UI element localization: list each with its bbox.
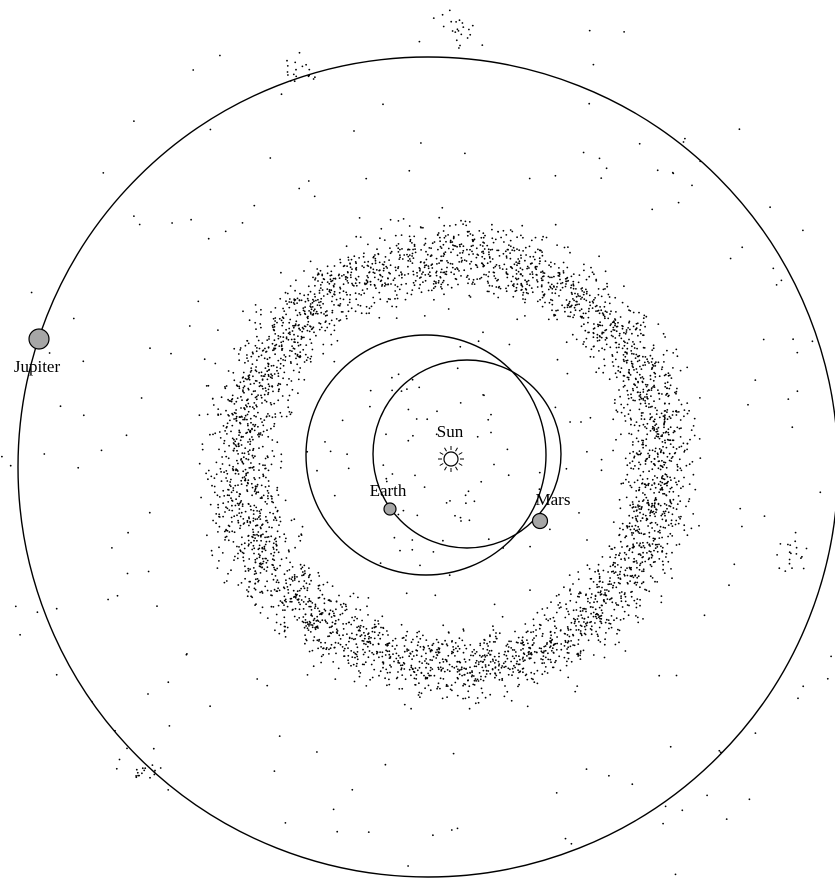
jupiter-orbit xyxy=(17,56,835,878)
earth-planet xyxy=(383,502,397,516)
jupiter-planet xyxy=(28,328,50,350)
sun-label: Sun xyxy=(437,422,464,441)
mars-planet xyxy=(531,512,549,530)
mars-label: Mars xyxy=(536,490,571,509)
earth-orbit xyxy=(372,359,562,549)
earth-label: Earth xyxy=(370,481,407,500)
sun-icon xyxy=(438,446,464,472)
asteroid-field xyxy=(1,9,832,876)
jupiter-label: Jupiter xyxy=(14,357,61,376)
mars-orbit xyxy=(305,334,547,576)
